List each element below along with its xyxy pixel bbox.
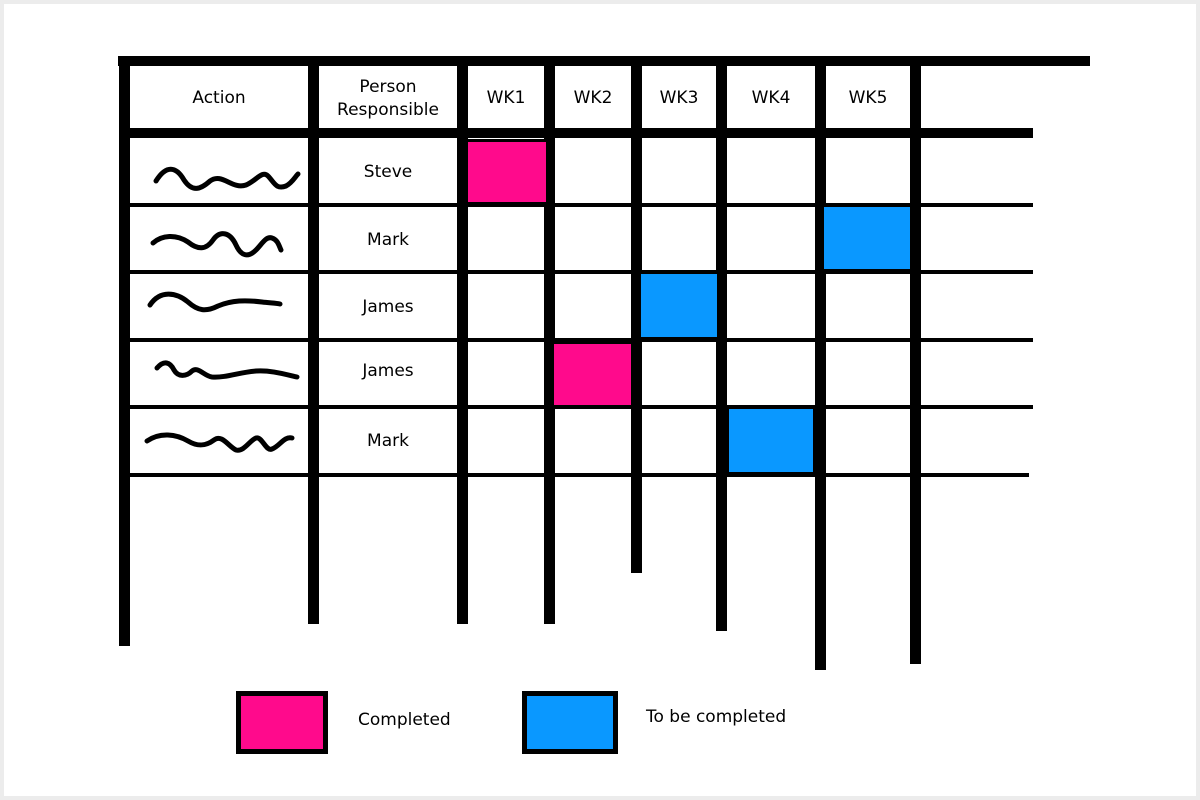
status-fill-row-1	[465, 139, 549, 205]
grid-col-line	[815, 66, 826, 670]
grid-col-line	[457, 66, 468, 624]
legend-to-be-completed-label: To be completed	[646, 707, 787, 727]
grid-row-line	[125, 270, 1033, 274]
grid-header-line	[125, 128, 1033, 138]
grid-col-line	[544, 66, 555, 624]
header-person-line1: Person	[359, 77, 417, 98]
header-person-responsible: Person Responsible	[319, 70, 457, 128]
grid-top-line	[118, 56, 1090, 66]
grid-col-line	[119, 66, 130, 646]
grid-col-line	[308, 66, 319, 624]
row-1-person: Steve	[363, 161, 413, 182]
status-fill-row-3	[638, 271, 720, 340]
header-week-1: WK1	[486, 87, 526, 108]
row-3-person: James	[362, 296, 414, 317]
row-2-person: Mark	[367, 229, 409, 250]
header-week-5: WK5	[848, 87, 888, 108]
status-fill-row-5	[726, 406, 816, 475]
status-fill-row-4	[551, 341, 634, 408]
row-5-person: Mark	[367, 430, 409, 451]
header-week-4: WK4	[751, 87, 791, 108]
grid-row-line	[125, 473, 1029, 477]
grid-col-line	[716, 66, 727, 631]
grid-col-line	[631, 66, 642, 573]
grid-row-line	[125, 203, 1033, 207]
grid-col-line	[910, 66, 921, 664]
header-week-2: WK2	[573, 87, 613, 108]
header-week-3: WK3	[659, 87, 699, 108]
legend-completed-label: Completed	[358, 710, 451, 730]
row-4-person: James	[362, 360, 414, 381]
legend-completed-swatch	[236, 691, 328, 754]
legend-to-be-completed-swatch	[522, 691, 618, 754]
header-person-line2: Responsible	[337, 100, 439, 120]
grid-row-line	[125, 338, 1033, 342]
header-action: Action	[192, 87, 246, 108]
status-fill-row-2	[821, 204, 913, 272]
